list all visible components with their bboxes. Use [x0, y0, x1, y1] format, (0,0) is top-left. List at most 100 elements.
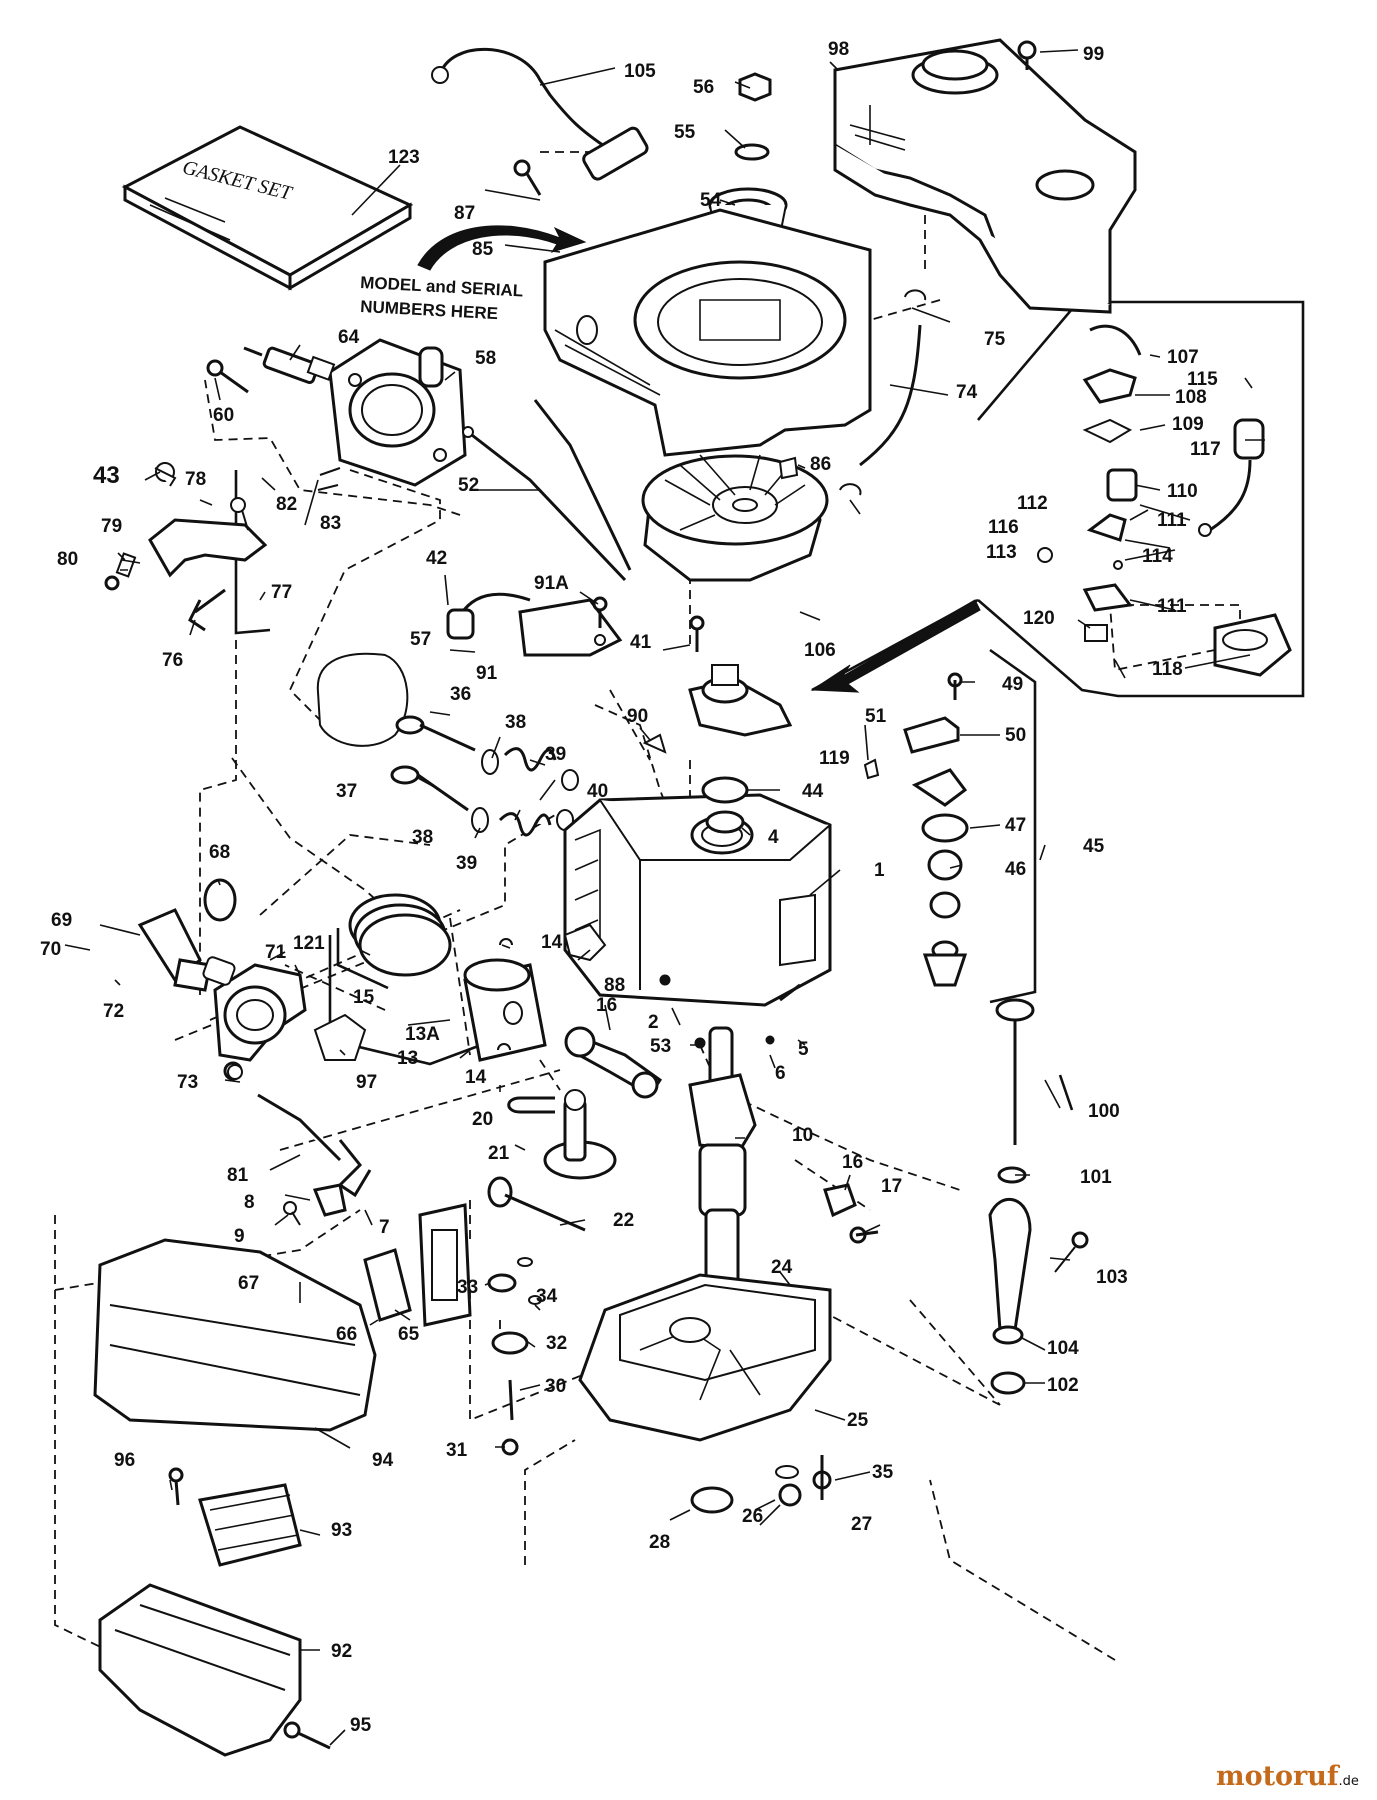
callout-10: 10 — [792, 1125, 813, 1146]
model-serial-arrow — [417, 225, 587, 271]
callout-31: 31 — [446, 1440, 468, 1461]
callout-113: 113 — [986, 542, 1017, 563]
callout-98: 98 — [828, 39, 849, 60]
callout-115: 115 — [1187, 369, 1218, 390]
clamp-75a — [904, 289, 927, 301]
assembly-line-g — [929, 1479, 1116, 1661]
cylinder-head — [328, 338, 467, 487]
callout-83: 83 — [320, 513, 341, 534]
callout-9: 9 — [234, 1226, 245, 1247]
callout-66: 66 — [336, 1324, 357, 1345]
callout-39b: 39 — [456, 853, 477, 874]
module-bracket-119 — [688, 664, 793, 737]
callout-51: 51 — [865, 706, 887, 727]
callout-121: 121 — [293, 933, 325, 954]
callout-2: 2 — [648, 1012, 659, 1033]
camshaft — [507, 1089, 617, 1180]
callout-47: 47 — [1005, 815, 1026, 836]
callout-50: 50 — [1005, 725, 1026, 746]
callout-119: 119 — [819, 748, 850, 769]
group-bracket-100 — [1058, 1074, 1074, 1111]
callout-57: 57 — [410, 629, 431, 650]
part-73 — [227, 1064, 243, 1080]
callout-7: 7 — [379, 1217, 390, 1238]
callout-58: 58 — [475, 348, 496, 369]
small-hardware — [487, 1257, 542, 1456]
callout-79: 79 — [101, 516, 122, 537]
callout-112: 112 — [1017, 493, 1048, 514]
callout-114: 114 — [1142, 546, 1173, 567]
callout-28: 28 — [649, 1532, 670, 1553]
callout-27: 27 — [851, 1514, 872, 1535]
oil-fill-tube — [988, 1197, 1089, 1395]
blower-housing — [543, 208, 872, 457]
piston — [463, 958, 547, 1062]
air-cleaner-cover — [93, 1238, 377, 1432]
assembly-line-c — [288, 469, 441, 721]
callout-108: 108 — [1175, 387, 1207, 408]
assembly-line-h — [524, 1439, 576, 1565]
washer-55 — [734, 143, 770, 161]
callout-92: 92 — [331, 1641, 352, 1662]
callout-94: 94 — [372, 1450, 394, 1471]
callout-42: 42 — [426, 548, 447, 569]
callout-76: 76 — [162, 650, 183, 671]
callout-64: 64 — [338, 327, 360, 348]
callout-69: 69 — [51, 910, 72, 931]
callout-100: 100 — [1088, 1101, 1120, 1122]
intake-parts — [137, 878, 237, 992]
clip-86 — [778, 456, 799, 480]
annotation-line-2: NUMBERS HERE — [360, 297, 499, 323]
callout-120: 120 — [1023, 608, 1055, 629]
gasket-set-box: GASKET SET — [121, 125, 414, 291]
clip-14b — [497, 1043, 511, 1051]
bolt-60 — [206, 359, 249, 394]
spark-plug — [243, 346, 336, 385]
callout-22: 22 — [613, 1210, 634, 1231]
part-16b — [823, 1183, 857, 1218]
callout-24: 24 — [771, 1257, 793, 1278]
callout-123: 123 — [388, 147, 420, 168]
callout-97: 97 — [356, 1072, 377, 1093]
clamp-75b — [839, 483, 862, 496]
seal-28 — [690, 1486, 734, 1514]
ignition-detail-parts — [1037, 324, 1292, 677]
callout-6: 6 — [775, 1063, 786, 1084]
clip-5 — [779, 983, 801, 1002]
callout-30: 30 — [545, 1376, 566, 1397]
valve-cover-group — [363, 1203, 472, 1327]
assembly-line-b — [204, 379, 461, 516]
callout-labels: 105 99 98 56 55 123 54 87 85 64 58 75 74… — [40, 39, 1221, 1736]
carb-gasket-97 — [313, 1013, 367, 1061]
callout-25: 25 — [847, 1410, 869, 1431]
group-bracket-15 — [336, 928, 389, 990]
throttle-cable — [431, 47, 649, 181]
callout-78: 78 — [185, 469, 206, 490]
callout-40: 40 — [587, 781, 608, 802]
callout-32: 32 — [546, 1333, 567, 1354]
callout-101: 101 — [1080, 1167, 1112, 1188]
governor-parts — [257, 1093, 372, 1226]
callout-21: 21 — [488, 1143, 510, 1164]
gasket-88 — [563, 923, 607, 962]
nut-56 — [738, 72, 772, 102]
callout-15: 15 — [353, 987, 375, 1008]
fuel-tank — [833, 38, 1137, 314]
callout-4: 4 — [768, 827, 779, 848]
carburetor — [202, 956, 307, 1081]
callout-102: 102 — [1047, 1375, 1079, 1396]
callout-111a: 111 — [1157, 510, 1187, 531]
piston-rings — [348, 893, 452, 977]
callout-109: 109 — [1172, 414, 1204, 435]
ignition-module — [446, 592, 623, 657]
callout-80: 80 — [57, 549, 78, 570]
callout-73: 73 — [177, 1072, 198, 1093]
screw-96 — [168, 1467, 184, 1506]
callout-5: 5 — [798, 1039, 809, 1060]
annotation-line-1: MODEL and SERIAL — [360, 273, 524, 301]
callout-37: 37 — [336, 781, 357, 802]
screw-95 — [283, 1721, 331, 1750]
screw-99 — [1017, 40, 1037, 70]
watermark-tld: .de — [1339, 1774, 1359, 1789]
callout-38b: 38 — [412, 827, 433, 848]
